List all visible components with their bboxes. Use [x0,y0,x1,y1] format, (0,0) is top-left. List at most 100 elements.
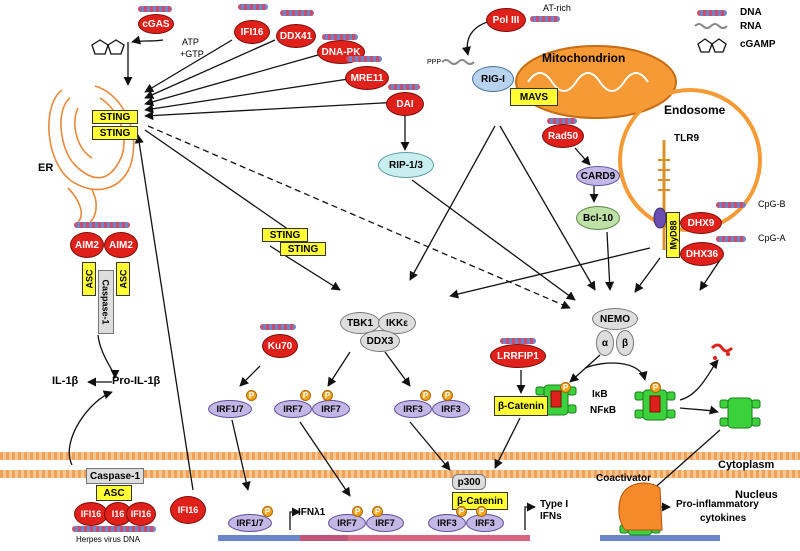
phosphate-icon: P [442,390,453,401]
chromosomal-dna [218,535,720,541]
phosphate-icon: P [246,390,257,401]
dna-strand [530,16,560,22]
dna-strand [280,10,314,16]
phosphate-icon: P [372,506,383,517]
legend-rna-label: RNA [740,21,762,32]
asc-box-left: ASC [82,262,96,296]
gtp-label: +GTP [180,49,204,59]
ddx3-node: DDX3 [360,330,400,352]
atp-label: ATP [182,37,199,47]
aim2-node-right: AIM2 [104,232,138,258]
irf3-cyto-right: IRF3 [432,400,470,418]
dna-strand [388,84,420,90]
ku70-node: Ku70 [262,334,298,358]
ifi16-nuclear-left: IFI16 [74,502,108,526]
dna-legend-icon [697,10,727,16]
dna-strand [346,56,382,62]
dna-strand [716,202,746,208]
proil1b-label: Pro-IL-1β [112,375,161,387]
ifi16-nuclear-right: IFI16 [126,502,156,526]
ifnl1-label: IFNλ1 [298,507,326,518]
ifi16-nuclear-mid: I16 [104,502,132,526]
myd88-box: MyD88 [666,212,680,258]
irf17-cyto: IRF1/7 [208,400,252,418]
coactivator-shape [618,482,663,531]
rig1-node: RIG-I [472,66,514,92]
dna-strand [138,6,172,12]
rip13-node: RIP-1/3 [378,152,434,178]
er-membrane [48,85,135,223]
irf3-cyto-left: IRF3 [394,400,432,418]
dhx36-node: DHX36 [680,242,724,266]
coactivator-label: Coactivator [596,473,652,484]
cgamp-icon [91,39,125,55]
phosphate-icon: P [456,506,467,517]
ikke-node: IKKε [378,312,416,334]
sting-box-upper: STING [92,110,138,124]
myd88-label: MyD88 [668,220,679,250]
dna-strand [260,324,296,330]
cpg-b-label: CpG-B [758,199,786,209]
pol3-node: Pol III [486,8,526,32]
phosphate-icon: P [322,390,333,401]
p300-node: p300 [452,474,486,490]
irf7-nuclear-left: IRF7 [328,514,366,532]
rad50-node: Rad50 [542,124,584,148]
tbk1-node: TBK1 [340,312,380,334]
sting-box-cyto-lower: STING [280,242,326,256]
endosome-label: Endosome [664,103,726,117]
ddx41-node: DDX41 [276,24,316,48]
irf17-nuclear: IRF1/7 [228,514,272,532]
cpg-a-label: CpG-A [758,233,786,243]
legend-cgamp-label: cGAMP [740,39,776,50]
nemo-node: NEMO [592,308,638,330]
asc-nuclear-box: ASC [96,485,132,501]
herpes-dna [72,526,156,532]
tlr9-label: TLR9 [674,133,699,144]
rna-legend-icon [694,23,728,29]
ifns-label: IFNs [540,511,562,522]
beta-catenin-cyto: β-Catenin [494,396,548,416]
irf7-cyto-right: IRF7 [312,400,350,418]
phosphate-icon: P [300,390,311,401]
proinflam-label: Pro-inflammatory [676,499,759,510]
irf3-nuclear-right: IRF3 [466,514,504,532]
phosphate-icon: P [420,390,431,401]
dna-strand [322,34,358,40]
sting-box-lower: STING [92,126,138,140]
nfkb-label: NFκB [590,405,617,416]
cytokines-label: cytokines [700,513,747,524]
phosphate-icon: P [650,382,661,393]
cytoplasm-label: Cytoplasm [718,459,775,471]
nucleus-label: Nucleus [735,489,778,501]
card9-node: CARD9 [576,166,620,186]
mavs-box: MAVS [510,88,558,106]
phosphate-icon: P [560,382,571,393]
dna-strand [74,222,130,228]
arrows [68,19,721,530]
dna-strand [500,338,536,344]
dna-strand [716,236,746,242]
caspase1-label: Caspase-1 [101,279,111,325]
cgas-node: cGAS [138,14,174,34]
il1b-label: IL-1β [52,375,79,387]
caspase1-nuclear-box: Caspase-1 [86,468,144,484]
type1-label: Type I [540,499,569,510]
caspase1-box: Caspase-1 [98,270,114,334]
at-rich-label: AT-rich [543,3,571,13]
dai-node: DAI [386,92,424,116]
asc-box-right: ASC [116,262,130,296]
asc-label-left: ASC [84,269,95,289]
cgamp-legend-icon [697,38,727,53]
phosphate-icon: P [262,506,273,517]
ifi16-nuclear-single: IFI16 [170,496,206,524]
dna-strand [547,118,577,124]
bcl10-node: Bcl-10 [576,206,620,230]
phosphate-icon: P [352,506,363,517]
er-label: ER [38,162,54,174]
phosphate-icon: P [476,506,487,517]
mre11-node: MRE11 [345,66,389,90]
degraded-ikb-icon [710,343,734,360]
legend-dna-label: DNA [740,7,762,18]
dna-strand [238,4,268,10]
